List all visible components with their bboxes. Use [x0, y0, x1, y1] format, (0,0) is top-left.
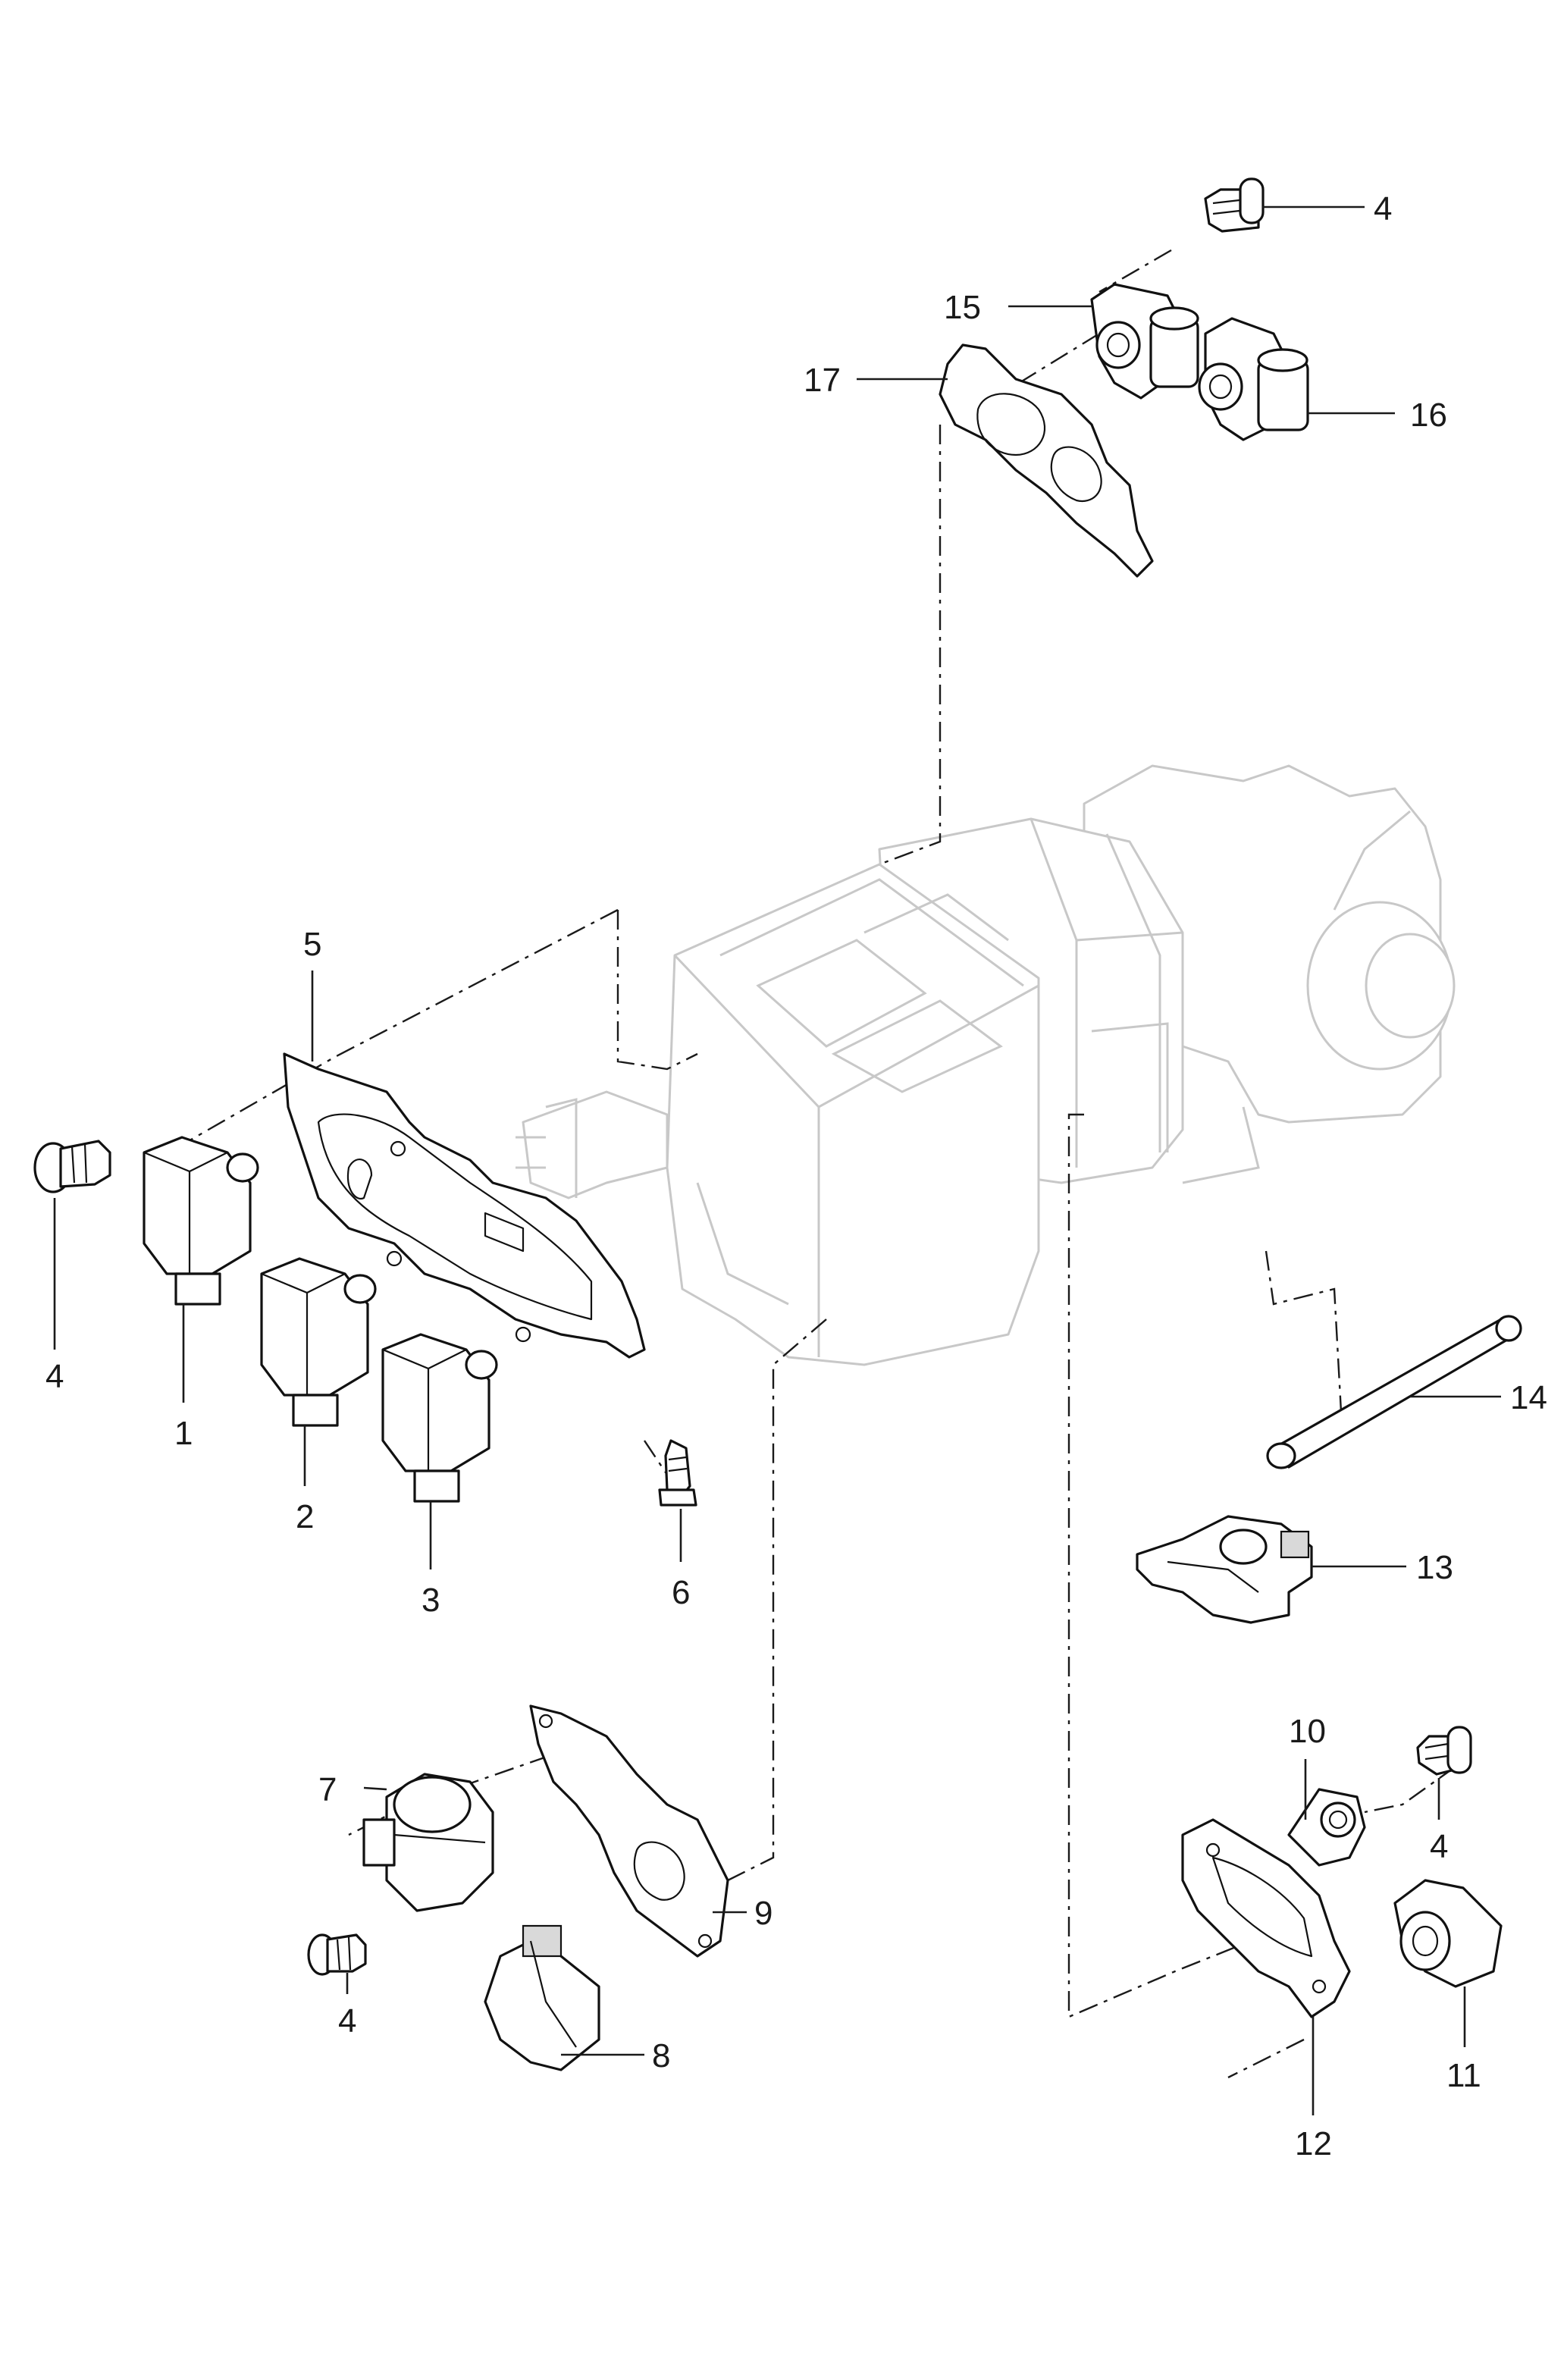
callout-8: 8: [652, 2037, 670, 2074]
callout-6: 6: [672, 1574, 690, 1611]
callout-labels: 4 15 17 16 5 4 1 2 3 6 14 13 10 4 7 9 4 …: [45, 190, 1547, 2162]
screw-6: [658, 1439, 697, 1507]
callout-11: 11: [1446, 2057, 1481, 2094]
callout-16: 16: [1410, 397, 1447, 434]
hvac-housing-ghost: [516, 764, 1456, 1366]
actuator-1: [143, 1136, 259, 1306]
actuator-8: [484, 1924, 600, 2071]
actuator-7: [362, 1773, 494, 1912]
bracket-17: [939, 343, 1154, 578]
callout-17: 17: [804, 362, 841, 399]
callout-10: 10: [1289, 1713, 1326, 1750]
screw-4-left: [33, 1140, 111, 1193]
valve-16: [1198, 317, 1309, 441]
callout-13: 13: [1416, 1549, 1453, 1586]
assembly-leaders: [181, 249, 1456, 2079]
callout-5: 5: [303, 926, 321, 963]
callout-leaders: [53, 205, 1501, 2115]
callout-2: 2: [296, 1498, 314, 1535]
bracket-12: [1181, 1818, 1351, 2018]
actuator-13: [1136, 1515, 1313, 1624]
rod-14: [1266, 1315, 1522, 1469]
valve-10: [1287, 1788, 1366, 1867]
actuator-2: [260, 1257, 377, 1427]
callout-4-left: 4: [45, 1358, 64, 1395]
valve-11: [1393, 1879, 1503, 1988]
valve-15: [1090, 283, 1199, 400]
screw-4-right: [1416, 1726, 1472, 1776]
callout-7: 7: [318, 1771, 337, 1808]
bracket-9: [529, 1704, 729, 1958]
screw-4-bottom: [307, 1933, 367, 1976]
callout-4-top: 4: [1374, 190, 1392, 227]
callout-4-right: 4: [1430, 1828, 1448, 1865]
callout-3: 3: [422, 1582, 440, 1619]
callout-1: 1: [174, 1415, 193, 1452]
actuator-3: [381, 1333, 498, 1503]
callout-15: 15: [944, 289, 981, 326]
callout-9: 9: [754, 1895, 773, 1932]
callout-4-bottom: 4: [338, 2002, 356, 2040]
callout-12: 12: [1295, 2125, 1332, 2162]
callout-14: 14: [1510, 1379, 1547, 1416]
screw-4-top: [1204, 177, 1265, 233]
bracket-5: [283, 1052, 646, 1359]
